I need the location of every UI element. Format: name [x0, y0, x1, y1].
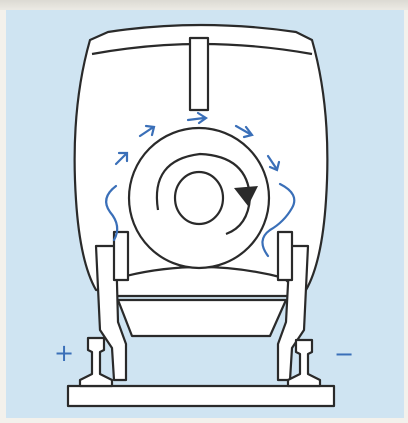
- motor-core: [175, 172, 223, 224]
- keel: [118, 300, 286, 336]
- track-bed: [68, 386, 334, 406]
- roof-strip: [190, 38, 208, 110]
- left-guide-block: [114, 232, 128, 280]
- right-guide-block: [278, 232, 292, 280]
- left-rail: [80, 338, 112, 386]
- positive-sign: +: [54, 341, 74, 365]
- negative-sign: −: [334, 342, 354, 366]
